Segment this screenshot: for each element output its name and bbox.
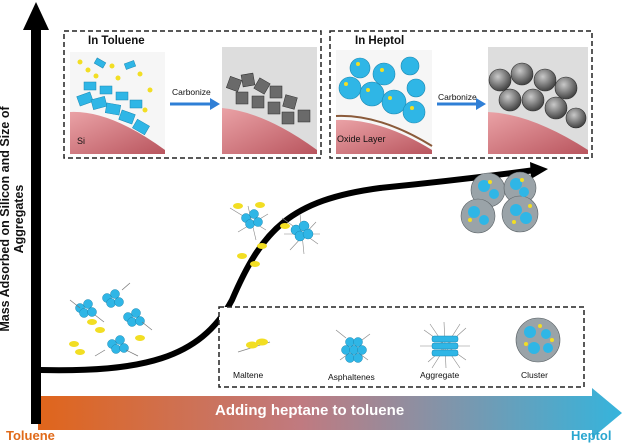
- legend-label-asphaltenes: Asphaltenes: [328, 372, 375, 382]
- legend-label-cluster: Cluster: [521, 370, 548, 380]
- toluene-adsorption-illustration: [70, 52, 165, 154]
- heptol-carbonized-sem: [488, 47, 588, 154]
- x-axis-end-label: Heptol: [571, 428, 612, 443]
- x-axis-start-label: Toluene: [6, 428, 55, 443]
- x-axis-gradient-arrow: [38, 388, 622, 438]
- legend-label-maltene: Maltene: [233, 370, 264, 380]
- adsorption-curve: [37, 167, 538, 374]
- legend-label-aggregate: Aggregate: [420, 370, 460, 380]
- panel-heptol-title: In Heptol: [355, 35, 405, 47]
- panel-heptol-surface-label: Oxide Layer: [337, 134, 386, 144]
- panel-heptol-arrow-label: Carbonize: [438, 92, 477, 102]
- mid-aggregate-molecules: [229, 202, 320, 267]
- y-axis-label: Mass Adsorbed on Silicon and Size of Agg…: [0, 106, 26, 332]
- heptol-adsorption-illustration: [335, 50, 433, 154]
- panel-toluene-arrow-label: Carbonize: [172, 87, 211, 97]
- legend-cluster-glyph: [515, 317, 561, 363]
- toluene-carbonize-arrowhead: [210, 98, 220, 110]
- heptol-carbonize-arrowhead: [476, 98, 486, 110]
- toluene-asphaltene-molecules: [69, 282, 153, 357]
- curve-arrowhead: [530, 162, 548, 179]
- heptol-cluster-molecules: [460, 171, 539, 234]
- legend-aggregate-glyph: [420, 321, 470, 369]
- toluene-carbonized-sem: [222, 47, 317, 154]
- legend-maltene-glyph: [237, 338, 271, 353]
- y-axis-arrow: [23, 2, 49, 424]
- panel-toluene-title: In Toluene: [88, 35, 145, 47]
- panel-toluene-surface-label: Si: [77, 136, 86, 146]
- legend-asphaltene-glyph: [335, 329, 371, 363]
- x-axis-bar-label: Adding heptane to toluene: [215, 402, 405, 419]
